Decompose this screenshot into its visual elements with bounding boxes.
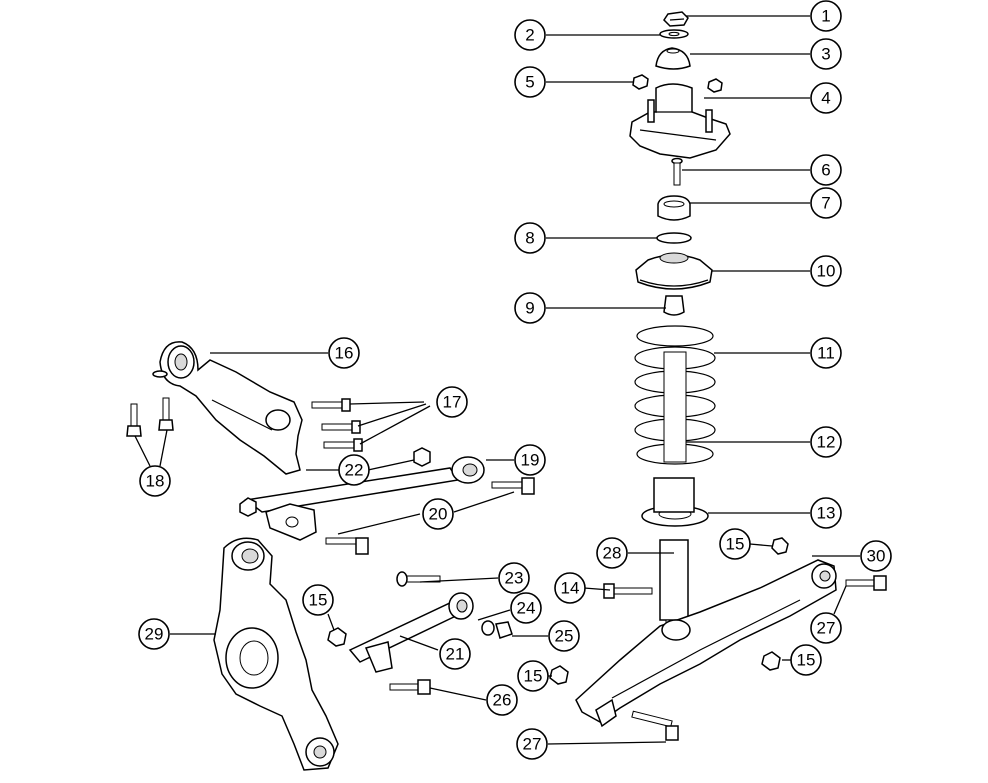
callout-25: 25: [548, 620, 580, 652]
callout-30: 30: [860, 540, 892, 572]
svg-text:25: 25: [555, 627, 574, 646]
svg-text:30: 30: [867, 547, 886, 566]
svg-text:27: 27: [523, 735, 542, 754]
svg-text:6: 6: [821, 161, 830, 180]
svg-text:10: 10: [817, 262, 836, 281]
svg-text:28: 28: [603, 544, 622, 563]
callout-10: 10: [810, 255, 842, 287]
svg-text:17: 17: [443, 393, 462, 412]
callout-4: 4: [810, 82, 842, 114]
part-knuckle: [213, 537, 339, 771]
callout-2: 2: [514, 19, 546, 51]
part-upper-cap: [655, 47, 691, 70]
svg-text:13: 13: [817, 504, 836, 523]
svg-text:1: 1: [821, 7, 830, 26]
part-jounce-bumper-upper: [657, 195, 691, 221]
svg-text:27: 27: [817, 619, 836, 638]
svg-text:14: 14: [561, 579, 580, 598]
svg-text:11: 11: [817, 344, 835, 363]
svg-text:20: 20: [429, 505, 448, 524]
svg-text:15: 15: [309, 591, 328, 610]
svg-text:5: 5: [525, 73, 534, 92]
svg-text:18: 18: [146, 472, 165, 491]
callout-6: 6: [810, 154, 842, 186]
svg-text:2: 2: [525, 26, 534, 45]
svg-text:21: 21: [446, 645, 465, 664]
part-arm-bolts-vertical: [126, 397, 174, 437]
part-misc-bolts: [327, 537, 887, 741]
callout-29: 29: [138, 618, 170, 650]
part-toe-link: [239, 447, 485, 541]
callout-14: 14: [554, 572, 586, 604]
svg-text:7: 7: [821, 194, 830, 213]
svg-text:4: 4: [821, 89, 830, 108]
callout-26: 26: [486, 684, 518, 716]
callout-15-right: 15: [790, 644, 822, 676]
callout-3: 3: [810, 38, 842, 70]
part-mount-nut-right: [707, 78, 723, 93]
svg-text:24: 24: [517, 599, 536, 618]
svg-text:26: 26: [493, 691, 512, 710]
callout-5: 5: [514, 66, 546, 98]
part-washer: [659, 29, 689, 39]
part-upper-strut-mount: [629, 83, 731, 159]
part-lower-control-arm: [575, 559, 837, 728]
svg-text:15: 15: [726, 535, 745, 554]
svg-text:15: 15: [797, 651, 816, 670]
svg-text:22: 22: [345, 461, 364, 480]
part-bolt-short: [671, 157, 683, 186]
part-dust-boot: [663, 351, 687, 463]
part-lateral-link: [348, 571, 513, 695]
callout-15-knuckle: 15: [302, 584, 334, 616]
leader-lines: [134, 15, 860, 745]
callout-23: 23: [498, 562, 530, 594]
svg-text:19: 19: [521, 451, 540, 470]
callout-15-strut: 15: [719, 528, 751, 560]
callout-15-lower: 15: [517, 660, 549, 692]
svg-text:15: 15: [524, 667, 543, 686]
svg-text:16: 16: [335, 344, 354, 363]
svg-text:3: 3: [821, 45, 830, 64]
callout-24: 24: [510, 592, 542, 624]
callout-28: 28: [596, 537, 628, 569]
callout-27-right: 27: [810, 612, 842, 644]
svg-text:12: 12: [817, 433, 836, 452]
callout-12: 12: [810, 426, 842, 458]
callout-9: 9: [514, 292, 546, 324]
part-jounce-bumper: [663, 295, 685, 316]
callout-16: 16: [328, 337, 360, 369]
callout-21: 21: [439, 638, 471, 670]
callout-17: 17: [436, 386, 468, 418]
part-mount-nut-left: [632, 74, 649, 90]
callout-1: 1: [810, 0, 842, 32]
callout-22: 22: [338, 454, 370, 486]
callout-27-bottom: 27: [516, 728, 548, 760]
part-shock-absorber: [653, 477, 695, 631]
part-spring-seat-upper: [635, 252, 713, 290]
callout-8: 8: [514, 222, 546, 254]
callout-20: 20: [422, 498, 454, 530]
callout-7: 7: [810, 187, 842, 219]
svg-text:23: 23: [505, 569, 524, 588]
callout-11: 11: [810, 337, 842, 369]
part-upper-control-arm: [152, 341, 303, 475]
callout-13: 13: [810, 497, 842, 529]
part-nut-top: [663, 11, 689, 27]
svg-text:9: 9: [525, 299, 534, 318]
svg-text:8: 8: [525, 229, 534, 248]
svg-text:29: 29: [145, 625, 164, 644]
callout-18: 18: [139, 465, 171, 497]
callout-19: 19: [514, 444, 546, 476]
part-spring-isolator: [656, 232, 692, 244]
part-arm-bolts-horizontal: [311, 398, 363, 452]
part-toe-link-bolt: [325, 477, 535, 555]
